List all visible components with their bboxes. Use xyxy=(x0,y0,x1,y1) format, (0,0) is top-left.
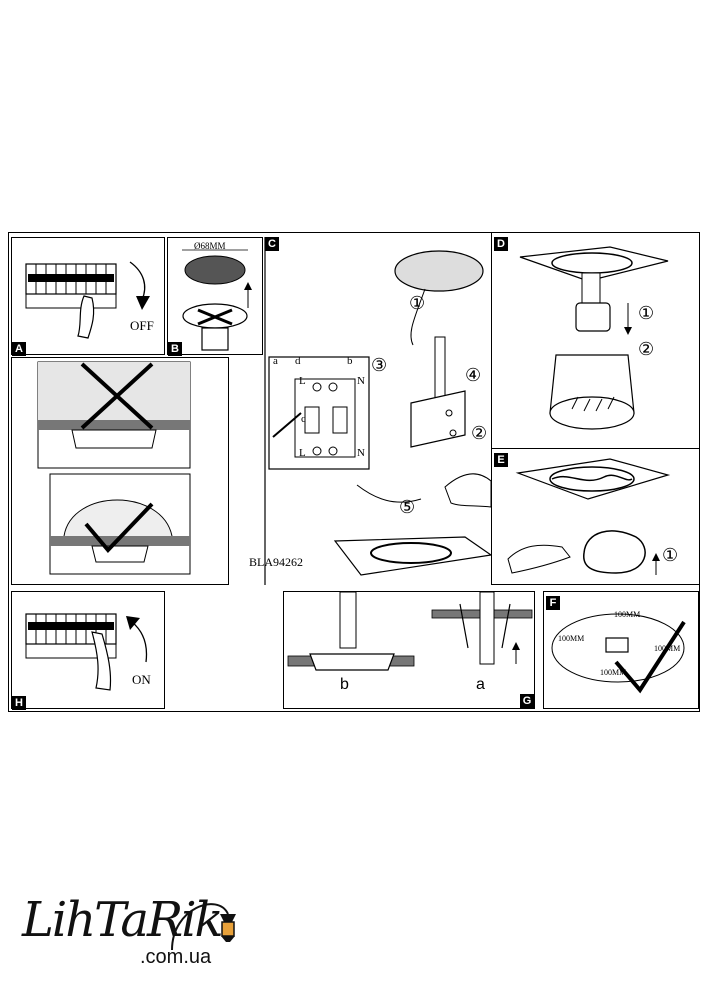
e-step-1-label: ① xyxy=(662,545,679,565)
panel-a: OFF A xyxy=(11,237,165,356)
breaker-off-illustration xyxy=(25,261,150,339)
step-4-label: ④ xyxy=(465,365,482,385)
logo-domain: .com.ua xyxy=(140,946,212,968)
panel-g-tag: G xyxy=(520,694,534,708)
step-5-label: ⑤ xyxy=(399,497,416,517)
panel-c: C a d b c L N L N ① ② xyxy=(249,237,493,585)
label-a: a xyxy=(476,676,485,693)
off-label: OFF xyxy=(130,318,154,333)
terminal-n-bottom: N xyxy=(357,447,365,459)
d-step-1-label: ① xyxy=(638,303,655,323)
d-step-2-label: ② xyxy=(638,339,655,359)
panel-e-tag: E xyxy=(494,453,508,467)
step-3-label: ③ xyxy=(371,355,388,375)
panel-f-tag: F xyxy=(546,596,560,610)
cutout-illustration xyxy=(182,249,252,351)
clearance-illustration xyxy=(551,613,686,694)
breaker-on-illustration xyxy=(25,613,148,691)
callout-c: c xyxy=(301,413,306,425)
panel-e: E ① xyxy=(491,449,699,585)
panel-b: Ø68MM B xyxy=(167,237,263,356)
callout-a: a xyxy=(273,355,278,367)
diameter-label: Ø68MM xyxy=(194,241,226,251)
panel-c-tag: C xyxy=(265,237,279,251)
mounting-comparison xyxy=(11,357,229,585)
logo-wordmark: LihTaRik xyxy=(22,892,224,948)
panel-a-tag: A xyxy=(12,342,26,356)
clearance-right: 100MM xyxy=(654,644,681,653)
street-lamp-icon xyxy=(171,903,236,951)
panel-g: b a G xyxy=(283,591,535,709)
callout-b: b xyxy=(347,355,353,367)
wiring-illustration xyxy=(264,237,493,585)
terminal-l-top: L xyxy=(299,375,306,387)
site-logo[interactable]: LihTaRik .com.ua xyxy=(22,888,262,978)
callout-d: d xyxy=(295,355,301,367)
on-label: ON xyxy=(132,672,151,687)
mounting-comparison-illustration xyxy=(37,361,191,575)
step-2-label: ② xyxy=(471,423,488,443)
panel-f: F 100MM 100MM 100MM 100MM xyxy=(543,591,699,709)
spring-clip-illustration xyxy=(507,458,671,575)
terminal-n-top: N xyxy=(357,375,365,387)
instruction-sheet: OFF A Ø68MM B C xyxy=(8,232,700,712)
panel-b-tag: B xyxy=(168,342,182,356)
clearance-top: 100MM xyxy=(614,610,641,619)
clearance-left: 100MM xyxy=(558,634,585,643)
label-b: b xyxy=(340,676,349,693)
clearance-bottom: 100MM xyxy=(600,668,627,677)
panel-h-tag: H xyxy=(12,696,26,710)
panel-h: ON H xyxy=(11,591,165,710)
step-1-label: ① xyxy=(409,293,426,313)
lamp-insert-illustration xyxy=(519,246,669,430)
model-number: BLA94262 xyxy=(249,555,303,569)
panel-d-tag: D xyxy=(494,237,508,251)
terminal-l-bottom: L xyxy=(299,447,306,459)
panel-d: D ① ② xyxy=(491,233,699,449)
adjustment-illustration xyxy=(287,591,533,671)
